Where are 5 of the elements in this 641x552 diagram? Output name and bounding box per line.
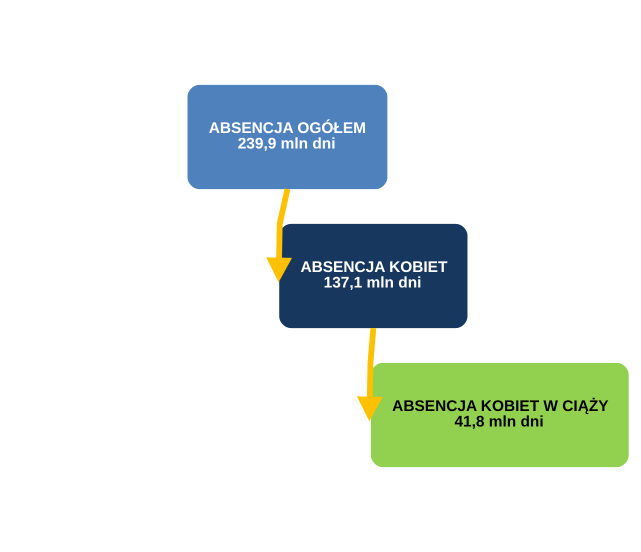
node-box: ABSENCJA KOBIET 137,1 mln dni <box>279 224 468 328</box>
arrow <box>356 328 383 422</box>
arrow <box>266 188 292 282</box>
node-box: ABSENCJA OGÓŁEM 239,9 mln dni <box>188 84 388 190</box>
node-box: ABSENCJA KOBIET W CIĄŻY 41,8 mln dni <box>370 362 629 468</box>
